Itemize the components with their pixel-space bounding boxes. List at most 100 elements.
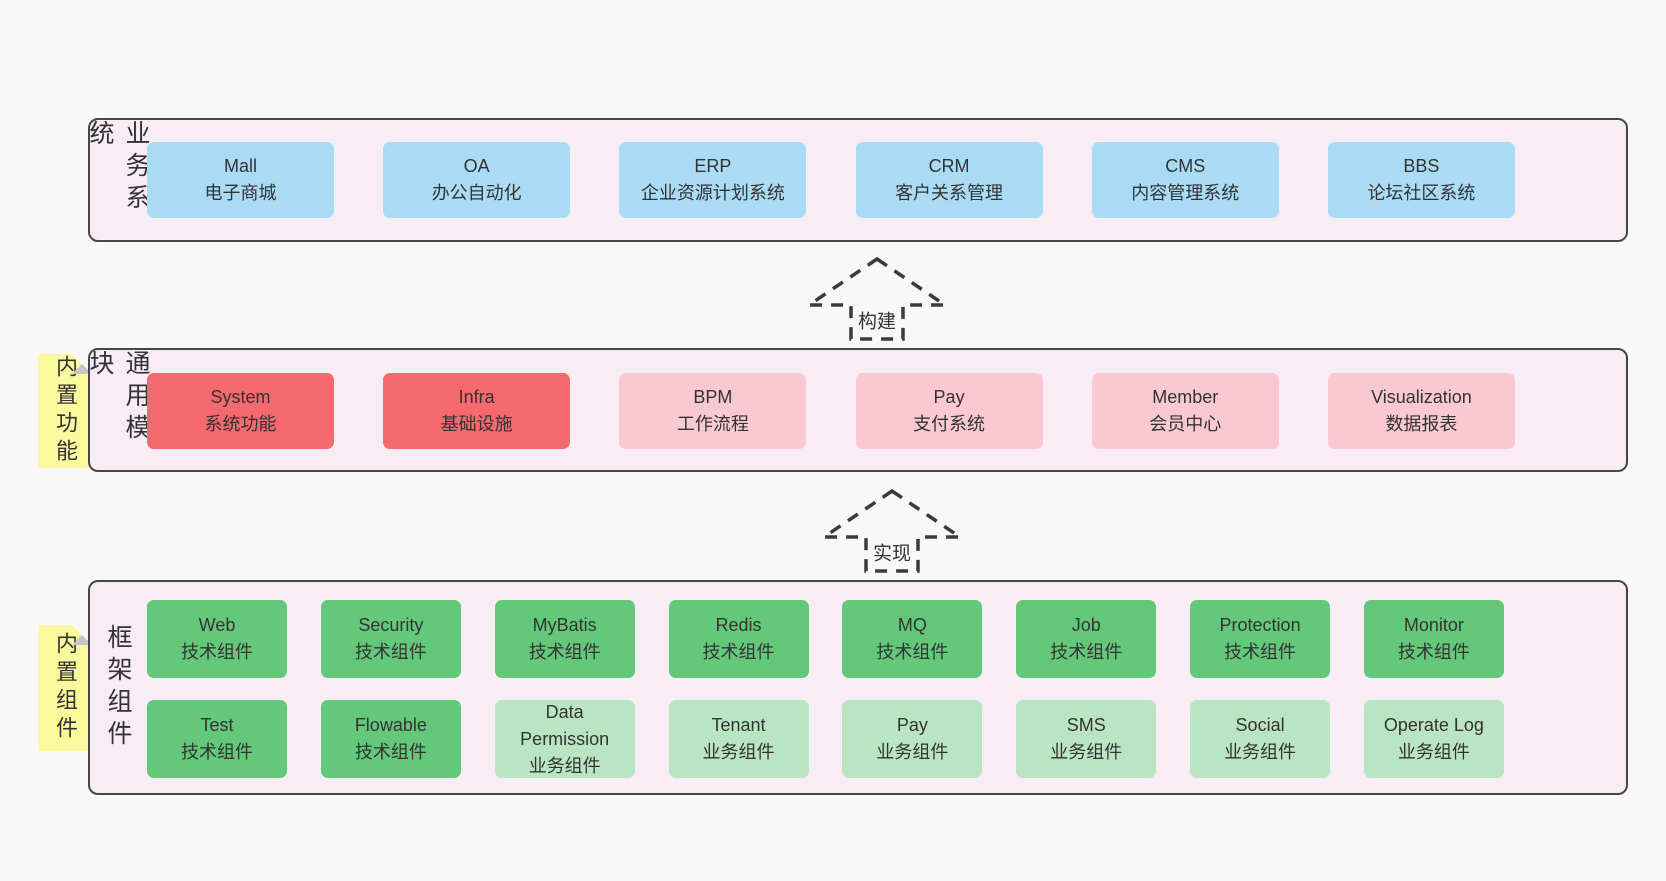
- box-monitor: Monitor 技术组件: [1363, 600, 1504, 678]
- box-mall: Mall 电子商城: [147, 142, 334, 218]
- box-title: Flowable: [354, 715, 427, 735]
- band-row: Mall 电子商城 OA 办公自动化 ERP 企业资源计划系统 CRM 客户关系…: [147, 142, 1515, 218]
- box-job: Job 技术组件: [1016, 600, 1157, 678]
- box-security: Security 技术组件: [320, 600, 461, 678]
- box-crm: CRM 客户关系管理: [855, 142, 1043, 218]
- box-subtitle: 技术组件: [528, 642, 601, 662]
- box-subtitle: 企业资源计划系统: [640, 183, 785, 203]
- box-subtitle: 系统功能: [204, 414, 277, 434]
- box-subtitle: 支付系统: [913, 414, 986, 434]
- box-redis: Redis 技术组件: [668, 600, 809, 678]
- box-title: Member: [1152, 387, 1219, 407]
- box-title: OA: [463, 156, 490, 176]
- band-framework-components: 框架组件 Web 技术组件 Security 技术组件 MyBatis 技术组件…: [88, 580, 1628, 795]
- sticky-note-builtin-components: 内置组件: [38, 625, 92, 751]
- box-title: BPM: [693, 387, 733, 407]
- box-subtitle: 工作流程: [676, 414, 749, 434]
- band-row: System 系统功能 Infra 基础设施 BPM 工作流程 Pay 支付系统…: [147, 373, 1515, 449]
- box-visualization: Visualization 数据报表: [1327, 373, 1515, 449]
- box-title: SMS: [1066, 715, 1106, 735]
- box-sms: SMS 业务组件: [1016, 700, 1157, 778]
- build-arrow: 构建: [806, 256, 948, 342]
- implement-arrow-label: 实现: [869, 537, 915, 567]
- box-title: ERP: [694, 156, 732, 176]
- box-title: Mall: [223, 156, 257, 176]
- box-subtitle: 数据报表: [1385, 414, 1458, 434]
- box-title: Visualization: [1371, 387, 1472, 407]
- box-subtitle: 会员中心: [1149, 414, 1222, 434]
- box-subtitle: 业务组件: [1397, 742, 1470, 762]
- box-subtitle: 内容管理系统: [1131, 183, 1240, 203]
- box-mq: MQ 技术组件: [842, 600, 983, 678]
- box-web: Web 技术组件: [147, 600, 287, 678]
- band-business-systems: 业务系统 Mall 电子商城 OA 办公自动化 ERP 企业资源计划系统 CRM…: [86, 118, 1628, 242]
- box-title: Data Permission: [520, 701, 610, 749]
- box-title: MQ: [897, 615, 927, 635]
- box-data-permission: Data Permission 业务组件: [494, 700, 635, 778]
- implement-arrow: 实现: [821, 488, 963, 574]
- sticky-note-label: 内置组件: [53, 632, 78, 744]
- box-subtitle: 基础设施: [440, 414, 513, 434]
- box-subtitle: 技术组件: [876, 642, 949, 662]
- box-title: Tenant: [711, 715, 766, 735]
- box-subtitle: 办公自动化: [431, 183, 522, 203]
- box-title: Web: [198, 615, 236, 635]
- band-row: Test 技术组件 Flowable 技术组件 Data Permission …: [147, 700, 1504, 778]
- build-arrow-label: 构建: [854, 305, 900, 335]
- box-member: Member 会员中心: [1091, 373, 1279, 449]
- box-flowable: Flowable 技术组件: [320, 700, 461, 778]
- box-title: System: [210, 387, 271, 407]
- box-erp: ERP 企业资源计划系统: [619, 142, 807, 218]
- box-title: Security: [358, 615, 424, 635]
- box-infra: Infra 基础设施: [383, 373, 571, 449]
- band-row: Web 技术组件 Security 技术组件 MyBatis 技术组件 Redi…: [147, 600, 1504, 678]
- box-title: Infra: [458, 387, 495, 407]
- box-title: Protection: [1219, 615, 1301, 635]
- band-label: 框架组件: [104, 623, 132, 752]
- box-subtitle: 技术组件: [702, 642, 775, 662]
- box-subtitle: 业务组件: [1050, 742, 1123, 762]
- box-title: CMS: [1165, 156, 1206, 176]
- box-subtitle: 技术组件: [1224, 642, 1297, 662]
- box-bpm: BPM 工作流程: [619, 373, 807, 449]
- box-cms: CMS 内容管理系统: [1091, 142, 1279, 218]
- box-title: CRM: [928, 156, 970, 176]
- box-subtitle: 技术组件: [1397, 642, 1470, 662]
- box-subtitle: 技术组件: [354, 742, 427, 762]
- box-title: BBS: [1403, 156, 1440, 176]
- box-subtitle: 电子商城: [204, 183, 277, 203]
- box-subtitle: 论坛社区系统: [1367, 183, 1476, 203]
- box-title: Social: [1235, 715, 1285, 735]
- box-subtitle: 客户关系管理: [895, 183, 1004, 203]
- up-block-arrow-icon: [821, 488, 963, 573]
- box-title: Pay: [896, 715, 928, 735]
- box-subtitle: 技术组件: [181, 742, 253, 762]
- band-common-modules: 通用模块 System 系统功能 Infra 基础设施 BPM 工作流程 Pay…: [86, 348, 1628, 472]
- box-title: Redis: [715, 615, 762, 635]
- box-pay-module: Pay 支付系统: [855, 373, 1043, 449]
- box-mybatis: MyBatis 技术组件: [494, 600, 635, 678]
- box-bbs: BBS 论坛社区系统: [1327, 142, 1515, 218]
- box-protection: Protection 技术组件: [1190, 600, 1331, 678]
- box-system: System 系统功能: [147, 373, 334, 449]
- box-pay-component: Pay 业务组件: [842, 700, 983, 778]
- box-title: Monitor: [1403, 615, 1464, 635]
- box-social: Social 业务组件: [1190, 700, 1331, 778]
- band-label-wrap: 框架组件: [90, 582, 146, 793]
- box-subtitle: 技术组件: [1050, 642, 1123, 662]
- box-subtitle: 技术组件: [354, 642, 427, 662]
- box-tenant: Tenant 业务组件: [668, 700, 809, 778]
- band-label: 通用模块: [86, 350, 150, 446]
- sticky-note-label: 内置功能: [53, 355, 78, 467]
- box-title: Operate Log: [1383, 715, 1484, 735]
- band-label-wrap: 业务系统: [86, 120, 150, 240]
- box-subtitle: 业务组件: [1224, 742, 1297, 762]
- box-title: MyBatis: [532, 615, 597, 635]
- box-subtitle: 业务组件: [528, 755, 601, 776]
- box-title: Job: [1071, 615, 1101, 635]
- band-label-wrap: 通用模块: [86, 350, 150, 470]
- box-subtitle: 技术组件: [181, 642, 253, 662]
- box-oa: OA 办公自动化: [383, 142, 571, 218]
- box-test: Test 技术组件: [147, 700, 287, 778]
